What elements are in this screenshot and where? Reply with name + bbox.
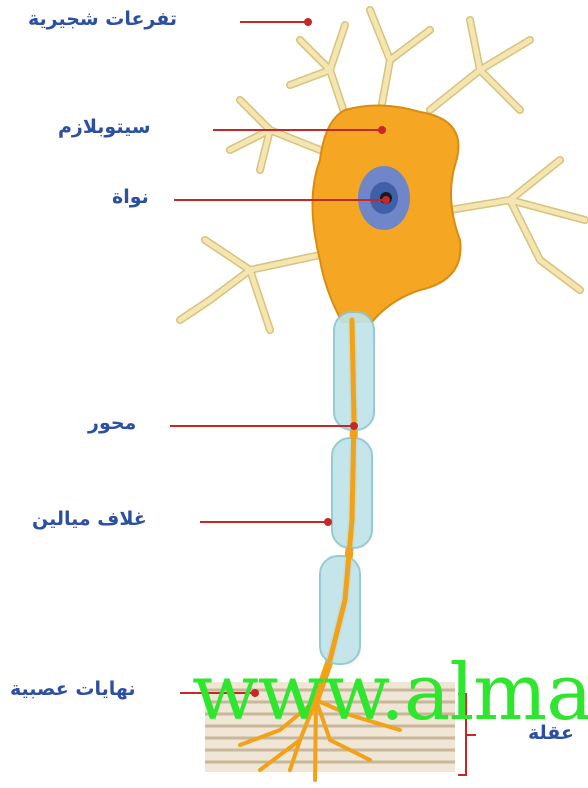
myelin-sheath [320,312,374,664]
label-dendrites: تفرعات شجيرية [28,8,177,30]
label-cytoplasm: سيتوبلازم [58,116,151,138]
watermark-text: www.alma [192,648,588,738]
label-axon: محور [88,412,136,434]
label-nucleus: نواة [112,186,149,208]
label-terminals: نهايات عصبية [10,678,136,700]
label-myelin: غلاف ميالين [32,508,147,530]
